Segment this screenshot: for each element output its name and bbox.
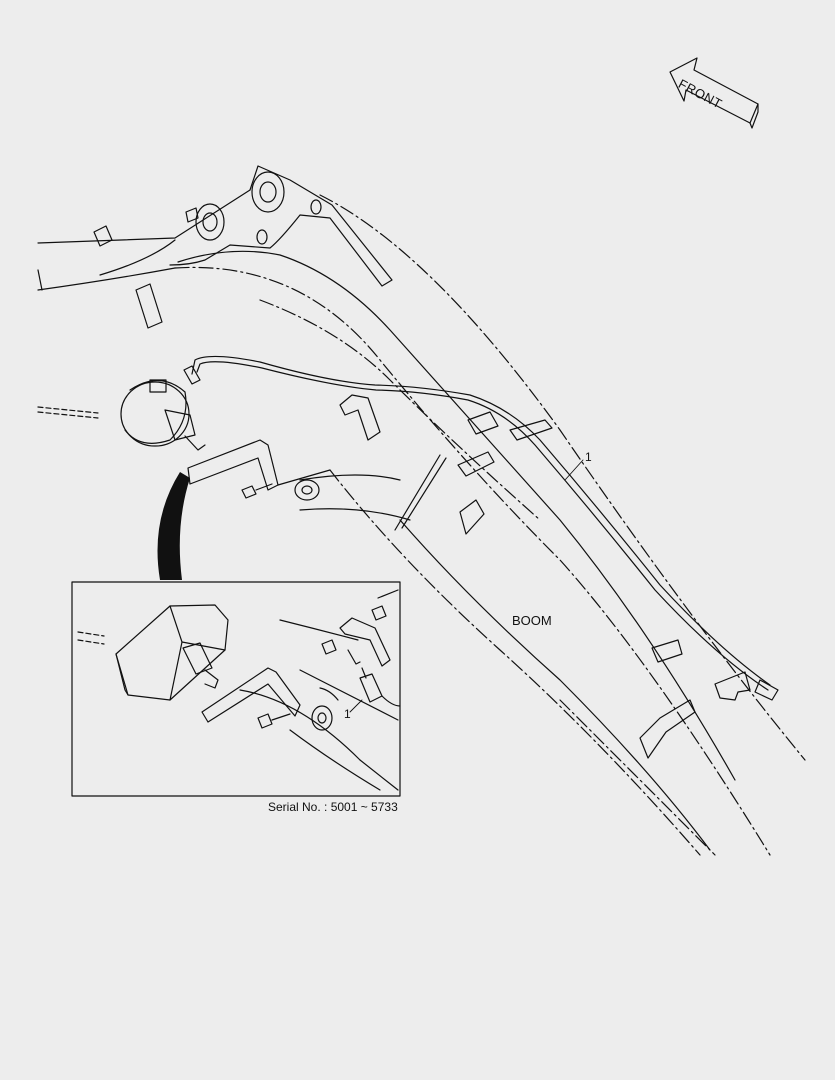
boom-label: BOOM xyxy=(512,613,552,628)
boom-lower-edge xyxy=(329,469,701,856)
boom-foot-bracket xyxy=(169,165,393,287)
clamp-icon xyxy=(457,411,751,759)
work-lamp-icon xyxy=(120,379,206,451)
boom-upper-edge xyxy=(319,194,806,761)
boom-mid-edge xyxy=(174,266,771,856)
bolt-icon xyxy=(257,605,387,729)
serial-number-range: Serial No. : 5001 ~ 5733 xyxy=(268,800,398,814)
connector-icon xyxy=(359,667,401,707)
inset-part-callout-number: 1 xyxy=(344,707,351,721)
work-lamp-icon xyxy=(115,604,229,701)
bracket-icon xyxy=(187,394,381,491)
front-arrow-icon xyxy=(669,57,759,129)
bracket-icon xyxy=(201,617,391,723)
bolt-icon xyxy=(241,483,273,499)
detail-callout-wedge xyxy=(157,472,190,580)
wire-harness xyxy=(183,355,779,701)
part-callout-number: 1 xyxy=(585,450,592,464)
